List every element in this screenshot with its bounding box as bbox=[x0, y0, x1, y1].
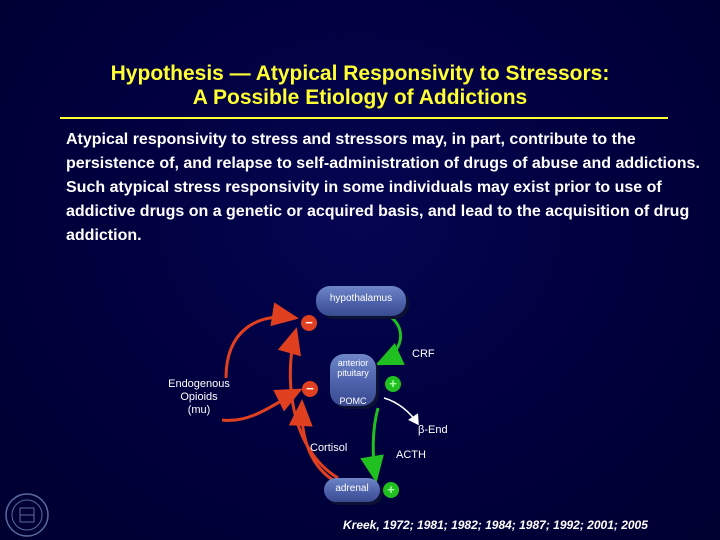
anterior-pituitary-box: anterior pituitary POMC bbox=[330, 354, 376, 406]
university-seal-icon bbox=[5, 493, 49, 537]
plus-circle-adrenal bbox=[383, 482, 399, 498]
b-end-label: β-End bbox=[418, 424, 448, 436]
b-end-arrow bbox=[383, 397, 419, 426]
plus-sign-adrenal: + bbox=[387, 482, 395, 497]
opioid-hypothalamus-arrow bbox=[224, 302, 299, 379]
endogenous-line-2: Opioids bbox=[180, 391, 218, 403]
acth-label: ACTH bbox=[396, 449, 426, 461]
adrenal-label: adrenal bbox=[335, 483, 369, 494]
minus-circle-pituitary bbox=[302, 381, 318, 397]
slide-title: Hypothesis — Atypical Responsivity to St… bbox=[40, 62, 680, 110]
pituitary-label-line-2: pituitary bbox=[337, 368, 369, 378]
minus-sign-pituitary: − bbox=[306, 381, 314, 396]
minus-sign-hypothalamus: − bbox=[305, 315, 313, 330]
cortisol-label: Cortisol bbox=[310, 442, 348, 454]
plus-sign-crf: + bbox=[389, 376, 397, 391]
crf-arrow bbox=[375, 316, 405, 366]
citation: Kreek, 1972; 1981; 1982; 1984; 1987; 199… bbox=[343, 518, 648, 532]
hypothalamus-label: hypothalamus bbox=[329, 293, 393, 304]
plus-circle-crf bbox=[385, 376, 401, 392]
adrenal-box: adrenal bbox=[324, 478, 380, 502]
pituitary-label-line-1: anterior bbox=[337, 358, 369, 368]
title-underline bbox=[60, 117, 668, 119]
endogenous-opioids-label: Endogenous Opioids (mu) bbox=[154, 378, 244, 417]
crf-label: CRF bbox=[412, 348, 435, 360]
endogenous-line-1: Endogenous bbox=[168, 378, 230, 390]
endogenous-line-3: (mu) bbox=[187, 404, 211, 416]
acth-arrow bbox=[360, 407, 384, 483]
title-line-2: A Possible Etiology of Addictions bbox=[192, 86, 528, 109]
hypothalamus-box: hypothalamus bbox=[316, 286, 406, 316]
body-paragraph: Atypical responsivity to stress and stre… bbox=[66, 131, 700, 244]
minus-circle-hypothalamus bbox=[301, 315, 317, 331]
opioid-pituitary-arrow bbox=[221, 388, 303, 422]
pomc-label: POMC bbox=[339, 396, 367, 406]
title-line-1: Hypothesis — Atypical Responsivity to St… bbox=[110, 62, 610, 85]
